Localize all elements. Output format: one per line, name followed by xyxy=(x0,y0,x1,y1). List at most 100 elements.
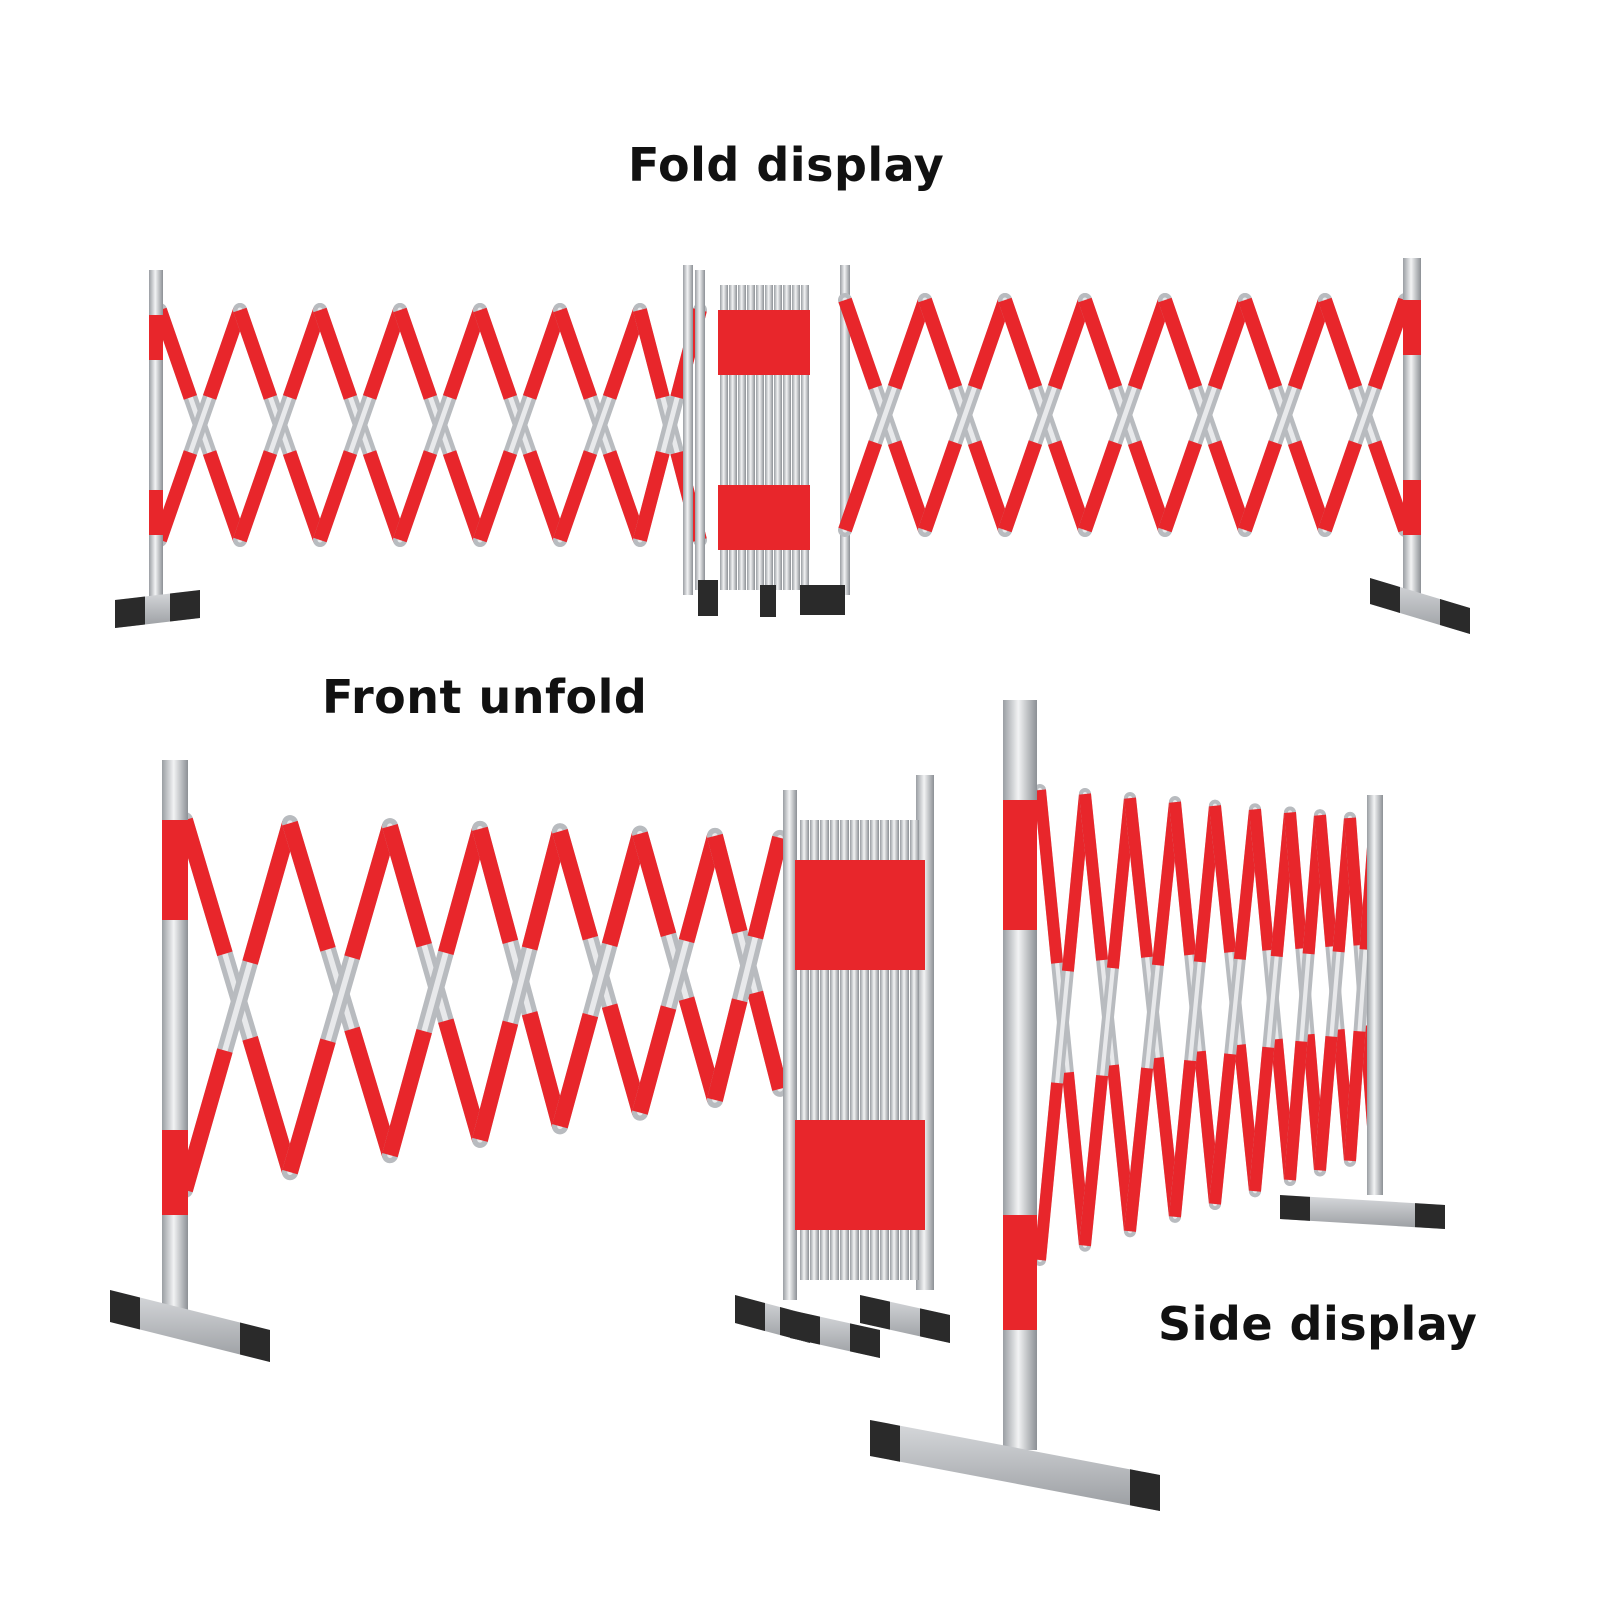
scissor-bar-red-band xyxy=(552,829,599,941)
scissor-bar-red-band xyxy=(1169,1060,1197,1218)
scissor-bar-red-band xyxy=(707,998,748,1102)
label-fold-display: Fold display xyxy=(628,138,945,192)
foot-cap xyxy=(1370,578,1400,613)
folded-bar xyxy=(783,285,791,590)
scissor-bar-red-band xyxy=(473,307,518,400)
scissor-bar-red-band xyxy=(1078,440,1123,533)
front-unfold-fence xyxy=(110,760,788,1362)
scissor-bar-red-band xyxy=(282,820,336,952)
scissor-bar-red-band xyxy=(442,307,487,400)
scissor-bar-red-band xyxy=(1158,297,1203,390)
scissor-bar-red-band xyxy=(602,307,647,400)
scissor-bar-red-band xyxy=(1079,793,1109,961)
fold-display-folded-pack xyxy=(683,265,850,617)
foot-bar xyxy=(870,1420,1160,1511)
scissor-bar-red-band xyxy=(1287,440,1332,533)
folded-foot xyxy=(760,585,776,617)
scissor-bar-red-band xyxy=(1209,1053,1237,1205)
scissor-bar-red-band xyxy=(522,450,567,543)
post xyxy=(1367,795,1383,1195)
folded-bar xyxy=(830,820,839,1280)
folded-bar xyxy=(850,820,859,1280)
post xyxy=(840,265,850,595)
scissor-bar-red-band xyxy=(553,450,598,543)
folded-red-band xyxy=(795,860,925,970)
folded-bar xyxy=(774,285,782,590)
scissor-bar-red-band xyxy=(838,440,883,533)
scissor-bar-red-band xyxy=(1127,440,1172,533)
scissor-bar-red-band xyxy=(1034,789,1064,964)
foot-cap xyxy=(1130,1469,1160,1511)
scissor-bar-red-band xyxy=(601,831,648,947)
scissor-bar-red-band xyxy=(967,297,1012,390)
folded-bar xyxy=(729,285,737,590)
scissor-bar-red-band xyxy=(1344,817,1366,946)
scissor-bar-red-band xyxy=(382,1029,432,1158)
scissor-bar-red-band xyxy=(153,450,198,543)
folded-red-band xyxy=(795,1120,925,1230)
folded-bar xyxy=(880,820,889,1280)
post xyxy=(695,270,705,590)
scissor-bar-red-band xyxy=(362,450,407,543)
foot-cap xyxy=(1440,599,1470,634)
scissor-bar-red-band xyxy=(282,307,327,400)
scissor-bar-red-band xyxy=(282,450,327,543)
foot-cap xyxy=(1280,1195,1310,1221)
scissor-bar-red-band xyxy=(747,990,788,1091)
front-unfold-folded-pack xyxy=(735,775,950,1358)
scissor-bar-red-band xyxy=(1158,440,1203,533)
scissor-bar-red-band xyxy=(1047,297,1092,390)
scissor-bar-red-band xyxy=(1249,1046,1275,1192)
scissor-bar-red-band xyxy=(1314,1035,1338,1171)
scissor-bar-red-band xyxy=(1344,1030,1366,1162)
folded-bar xyxy=(800,820,809,1280)
scissor-bar-red-band xyxy=(1127,297,1172,390)
scissor-bar-red-band xyxy=(1367,440,1412,533)
scissor-bar-red-band xyxy=(918,440,963,533)
folded-bar xyxy=(910,820,919,1280)
scissor-bar-red-band xyxy=(1209,805,1237,953)
scissor-bar-red-band xyxy=(918,297,963,390)
scissor-bar-red-band xyxy=(1124,1067,1154,1232)
folded-bar xyxy=(792,285,800,590)
scissor-bar-red-band xyxy=(438,1018,488,1143)
scissor-bar-red-band xyxy=(393,450,438,543)
foot-cap xyxy=(170,590,200,622)
foot-cap xyxy=(115,596,145,628)
folded-bar xyxy=(747,285,755,590)
scissor-bar-red-band xyxy=(521,829,568,951)
scissor-bar-red-band xyxy=(233,307,278,400)
scissor-bar-red-band xyxy=(442,450,487,543)
scissor-bar-red-band xyxy=(707,833,748,935)
scissor-bar-red-band xyxy=(601,1003,648,1115)
scissor-bar-red-band xyxy=(633,450,670,542)
post-red-band xyxy=(1003,800,1037,930)
folded-red-band xyxy=(718,485,810,550)
foot-cap xyxy=(1415,1203,1445,1229)
scissor-bar-red-band xyxy=(678,996,723,1103)
scissor-bar-red-band xyxy=(602,450,647,543)
scissor-bar-red-band xyxy=(747,835,788,940)
scissor-bar-red-band xyxy=(1249,808,1275,951)
scissor-bar-red-band xyxy=(838,297,883,390)
scissor-bar-red-band xyxy=(1238,297,1283,390)
scissor-bar-red-band xyxy=(472,826,519,944)
foot-cap xyxy=(240,1322,270,1362)
scissor-bar-red-band xyxy=(473,450,518,543)
post xyxy=(683,265,693,595)
scissor-bar-red-band xyxy=(438,826,488,955)
scissor-bar-red-band xyxy=(1238,440,1283,533)
folded-bar xyxy=(720,285,728,590)
foot-cap xyxy=(860,1295,890,1330)
scissor-bar-red-band xyxy=(233,450,278,543)
post xyxy=(783,790,797,1300)
scissor-bar-red-band xyxy=(153,307,198,400)
scissor-bar-red-band xyxy=(472,1020,519,1142)
scissor-bar-red-band xyxy=(1284,1040,1308,1181)
folded-bar xyxy=(756,285,764,590)
scissor-bar-red-band xyxy=(1124,797,1154,958)
scissor-bar-red-band xyxy=(242,820,298,965)
scissor-bar-red-band xyxy=(1079,1074,1109,1247)
foot-cap xyxy=(850,1323,880,1358)
